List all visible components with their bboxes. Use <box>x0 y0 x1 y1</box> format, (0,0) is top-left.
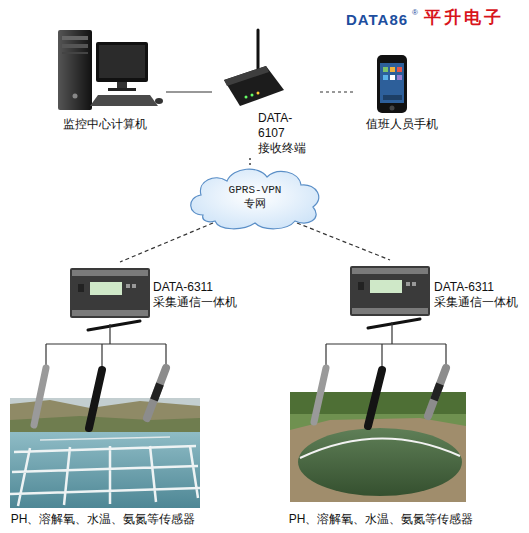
computer-icon <box>155 98 163 104</box>
collector-device <box>70 268 150 330</box>
node-label: GPRS-VPN 专网 <box>222 183 288 211</box>
wireless-link <box>320 91 356 92</box>
collector-device <box>88 321 140 330</box>
computer-icon <box>90 95 158 106</box>
sensor-cable <box>46 324 166 352</box>
phone-icon <box>397 67 402 72</box>
phone-icon <box>377 55 407 113</box>
wired-link <box>166 91 212 92</box>
computer-icon <box>99 45 145 78</box>
sensor-probe <box>434 384 440 400</box>
sensor-cable <box>326 322 446 352</box>
phone-icon <box>383 95 402 100</box>
fish-cage-photo <box>40 437 170 440</box>
collector-device <box>72 310 148 316</box>
receiver-icon <box>251 94 254 97</box>
sensor-probe <box>34 368 46 425</box>
sensor-probe <box>89 370 102 428</box>
collector-device <box>352 268 428 274</box>
sensor-probe <box>34 352 446 428</box>
cloud-outline <box>183 163 327 231</box>
collector-device <box>78 284 84 292</box>
sensor-probe <box>154 384 160 400</box>
receiver-icon <box>224 66 284 106</box>
computer-icon <box>58 30 163 110</box>
node-label: 值班人员手机 <box>366 117 438 132</box>
computer-icon <box>58 30 92 110</box>
receiver-node: DATA-6107 接收终端 <box>212 30 320 158</box>
node-label: DATA-6311 采集通信一体机 <box>153 280 237 310</box>
phone-icon <box>377 55 407 113</box>
node-label: DATA-6311 采集通信一体机 <box>434 280 518 310</box>
phone-icon <box>397 75 402 80</box>
computer-icon <box>117 82 127 88</box>
brand-logo: DATA86 <box>346 11 408 29</box>
sensor-group: PH、溶解氧、水温、氨氮等传感器 <box>6 352 210 530</box>
computer-icon <box>108 88 136 91</box>
collector-device <box>350 266 430 328</box>
collector-device <box>358 282 364 290</box>
registered-mark: ® <box>412 8 418 18</box>
sensor-probe <box>147 368 166 418</box>
computer-node: 监控中心计算机 <box>48 20 166 138</box>
receiver-icon <box>224 66 269 86</box>
fish-cage-photo <box>10 446 200 506</box>
collector-device <box>132 284 136 288</box>
sensor-group: PH、溶解氧、水温、氨氮等传感器 <box>286 352 480 530</box>
node-label: 监控中心计算机 <box>63 117 147 132</box>
collector-device <box>126 284 130 288</box>
collector-device <box>368 319 420 328</box>
collector-device <box>412 282 416 286</box>
computer-icon <box>62 44 88 48</box>
sensor-probe <box>314 368 326 422</box>
node-label: PH、溶解氧、水温、氨氮等传感器 <box>289 512 474 527</box>
receiver-icon <box>257 30 260 74</box>
phone-icon <box>390 67 395 72</box>
collector-device <box>352 308 428 314</box>
collector-node: DATA-6311 采集通信一体机 <box>346 260 520 322</box>
brand-name: 平升电子 <box>424 8 504 28</box>
phone-icon <box>383 75 388 80</box>
collector-device <box>70 268 150 318</box>
pond-photo <box>298 428 462 496</box>
collector-device <box>72 270 148 276</box>
node-label: DATA-6107 接收终端 <box>258 111 306 156</box>
computer-icon <box>96 42 148 82</box>
pond-photo <box>300 438 460 458</box>
wireless-link <box>120 223 213 262</box>
wireless-link <box>297 223 390 260</box>
collector-node: DATA-6311 采集通信一体机 <box>64 262 239 324</box>
network-cloud: GPRS-VPN 专网 <box>183 163 327 231</box>
phone-icon <box>390 106 395 111</box>
computer-icon <box>62 36 88 40</box>
pond-photo <box>290 418 466 502</box>
receiver-icon <box>224 30 284 106</box>
cloud-outline <box>191 169 319 229</box>
sensor-probe <box>428 368 446 416</box>
phone-icon <box>390 75 395 80</box>
collector-device <box>90 282 122 295</box>
wireless-link <box>249 158 250 166</box>
phone-node: 值班人员手机 <box>356 48 448 138</box>
phone-icon <box>383 67 388 72</box>
phone-icon <box>380 63 404 103</box>
collector-device <box>350 266 430 316</box>
receiver-icon <box>245 96 248 99</box>
node-label: PH、溶解氧、水温、氨氮等传感器 <box>11 512 196 527</box>
collector-device <box>370 280 402 293</box>
fish-cage-photo <box>10 432 200 508</box>
computer-icon <box>73 94 78 99</box>
receiver-icon <box>257 92 260 95</box>
collector-device <box>406 282 410 286</box>
sensor-probe <box>368 370 382 426</box>
computer-icon <box>62 52 88 54</box>
